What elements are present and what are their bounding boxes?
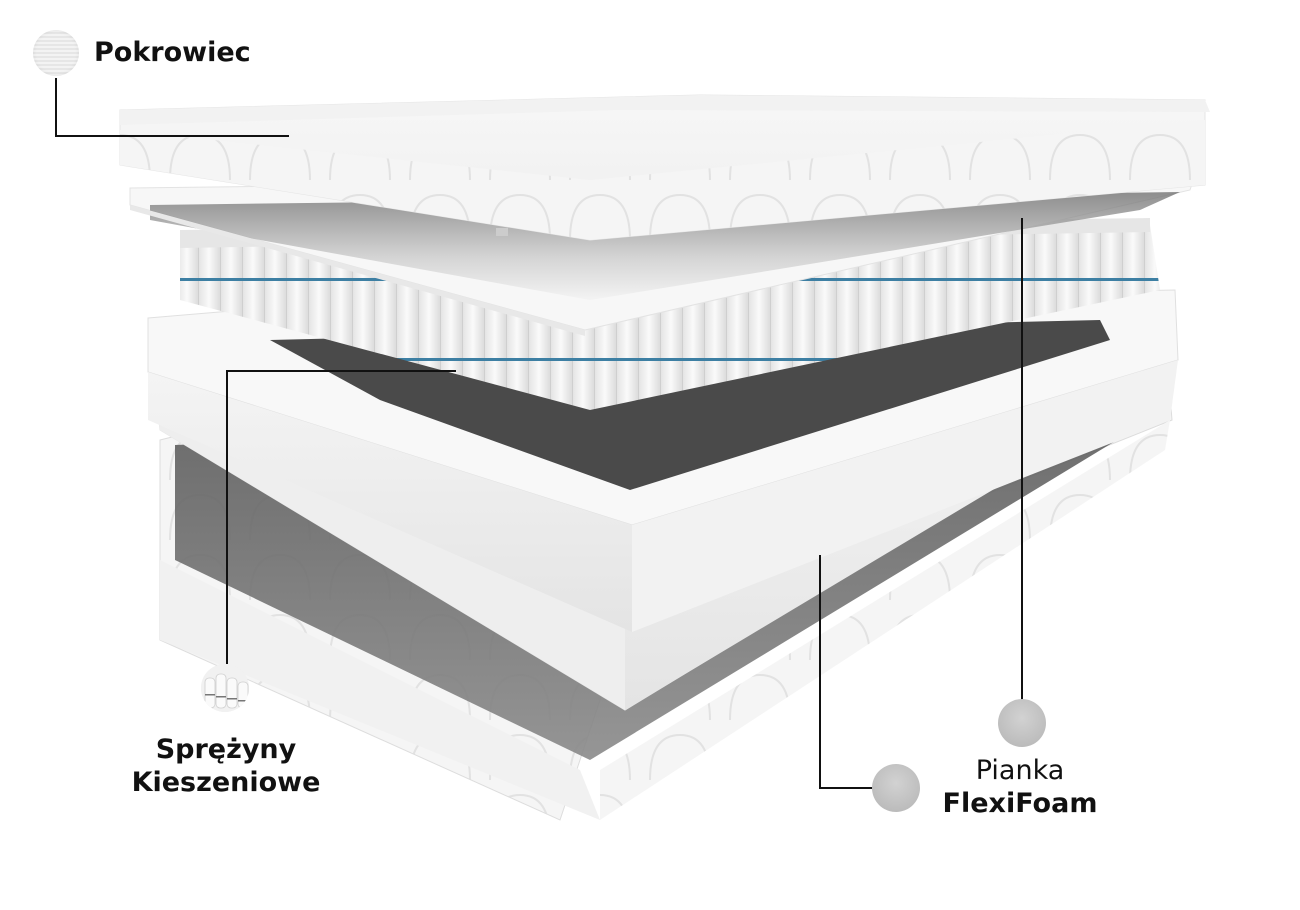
springs-leader-vertical bbox=[226, 370, 228, 664]
foam-dot-upper-icon bbox=[998, 699, 1046, 747]
cover-label: Pokrowiec bbox=[94, 37, 251, 68]
cover-leader-vertical bbox=[55, 78, 57, 136]
foam-dot-lower-icon bbox=[872, 764, 920, 812]
foam-lower-leader-horizontal bbox=[819, 787, 873, 789]
foam-lower-leader-vertical bbox=[819, 555, 821, 789]
pocket-springs-swatch-icon bbox=[201, 664, 249, 712]
cover-leader-horizontal bbox=[55, 135, 289, 137]
foam-label-line1: Pianka bbox=[975, 755, 1065, 786]
springs-leader-horizontal bbox=[226, 370, 456, 372]
springs-label-line1: Sprężyny bbox=[155, 734, 297, 765]
quilted-fabric-swatch-icon bbox=[33, 30, 79, 76]
foam-label-line2: FlexiFoam bbox=[942, 788, 1098, 819]
springs-label: Sprężyny Kieszeniowe bbox=[120, 733, 332, 799]
springs-label-line2: Kieszeniowe bbox=[131, 767, 321, 798]
foam-upper-leader-vertical bbox=[1021, 218, 1023, 700]
foam-label: Pianka FlexiFoam bbox=[920, 754, 1120, 820]
